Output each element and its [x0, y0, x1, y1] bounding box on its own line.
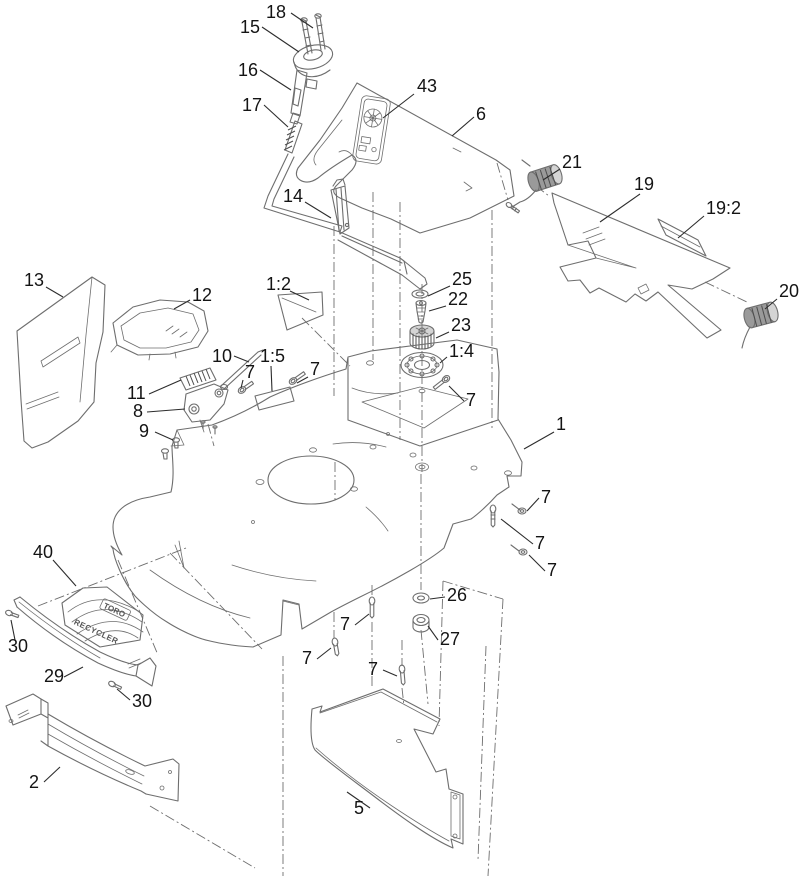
part-10-rod	[219, 349, 264, 391]
part-43-decal	[352, 95, 391, 165]
shroud-screw	[505, 201, 521, 214]
callout-19: 19	[634, 174, 654, 194]
callout-29: 29	[44, 666, 64, 686]
callout-12: 12	[192, 285, 212, 305]
callout-25: 25	[452, 269, 472, 289]
part-23-bushing	[409, 324, 435, 350]
part-12-belt-cover	[110, 299, 209, 361]
part-1-2-decal	[277, 291, 324, 331]
part-11-spring	[179, 367, 217, 391]
callout-16: 16	[238, 60, 258, 80]
callout-23: 23	[451, 315, 471, 335]
callout-1-4: 1:4	[449, 341, 474, 361]
callout-1-2: 1:2	[266, 274, 291, 294]
callout-21: 21	[562, 152, 582, 172]
part-15-bail	[292, 44, 334, 78]
hardware-bolts-7	[237, 201, 528, 686]
part-20-spring	[741, 301, 779, 349]
callout-7-a: 7	[245, 362, 255, 382]
callout-27: 27	[440, 629, 460, 649]
callout-7-c: 7	[466, 390, 476, 410]
part-1-deck	[110, 339, 523, 648]
callout-7-g: 7	[340, 614, 350, 634]
callout-17: 17	[242, 95, 262, 115]
part-17-spring	[263, 120, 343, 233]
callout-14: 14	[283, 186, 303, 206]
callout-7-d: 7	[541, 487, 551, 507]
callout-7-e: 7	[535, 533, 545, 553]
callout-13: 13	[24, 270, 44, 290]
callout-20: 20	[779, 281, 799, 301]
callout-5: 5	[354, 798, 364, 818]
part-19-discharge-chute	[551, 192, 731, 339]
callout-7-b: 7	[310, 359, 320, 379]
part-26-washer	[412, 592, 430, 604]
part-16-lever	[289, 69, 318, 125]
callout-11: 11	[127, 383, 146, 403]
callout-7-f: 7	[547, 560, 557, 580]
part-1-4-plate	[400, 351, 444, 379]
callout-10: 10	[212, 346, 232, 366]
part-8-bracket	[183, 383, 229, 433]
callout-15: 15	[240, 17, 260, 37]
callout-leader-lines	[10, 12, 778, 809]
part-6-upper-shroud	[295, 82, 515, 234]
callout-26: 26	[447, 585, 467, 605]
part-5-rear-housing	[310, 688, 464, 849]
callout-30-b: 30	[132, 691, 152, 711]
part-13-side-guard	[16, 276, 106, 449]
callout-19-2: 19:2	[706, 198, 741, 218]
callout-18: 18	[266, 2, 286, 22]
part-19-2-decal	[657, 218, 707, 257]
callout-30-a: 30	[8, 636, 28, 656]
callout-7-h: 7	[302, 648, 312, 668]
part-27-locknut	[412, 613, 430, 633]
part-21-spring	[511, 159, 563, 208]
callout-1: 1	[556, 414, 566, 434]
part-22-plug	[415, 299, 427, 324]
callout-8: 8	[133, 401, 143, 421]
callout-43: 43	[417, 76, 437, 96]
callout-40: 40	[33, 542, 53, 562]
part-1-5-decal	[254, 386, 295, 411]
part-14-mount-arm	[330, 178, 428, 290]
part-30-screws	[5, 609, 123, 690]
callout-7-i: 7	[368, 659, 378, 679]
part-2-bracket	[5, 693, 180, 802]
part-25-washer	[411, 289, 429, 299]
part-40-decal: TORO RECYCLER	[61, 586, 144, 648]
callout-6: 6	[476, 104, 486, 124]
callout-2: 2	[29, 772, 39, 792]
callout-22: 22	[448, 289, 468, 309]
callout-9: 9	[139, 421, 149, 441]
part-29-bumper	[13, 596, 157, 687]
callout-1-5: 1:5	[260, 346, 285, 366]
callout-labels: 18 15 16 17 43 6 21 19 19:2 20 13 12 1:2…	[8, 2, 799, 818]
